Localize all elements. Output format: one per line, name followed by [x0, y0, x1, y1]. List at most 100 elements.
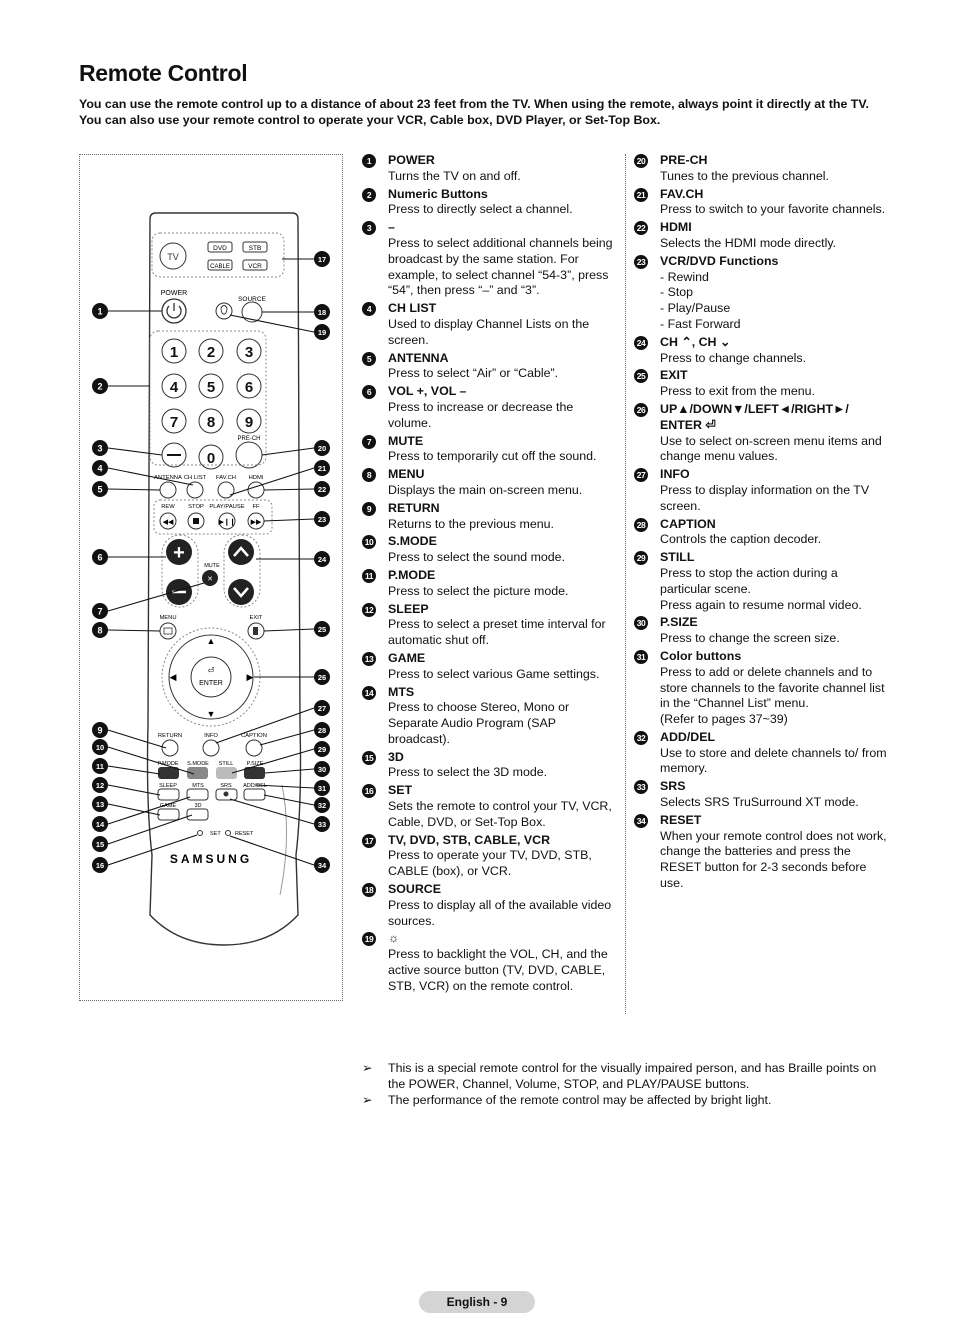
digit-2-button[interactable]	[198, 338, 224, 364]
playpause-label: PLAY/PAUSE	[209, 504, 244, 510]
cable-label: CABLE	[210, 264, 230, 270]
digit-7: 7	[170, 414, 178, 431]
digit-1-button[interactable]	[161, 338, 187, 364]
digit-5: 5	[207, 379, 215, 396]
light-button[interactable]	[215, 302, 233, 320]
callout-25: 25	[318, 625, 326, 634]
item-name: ANTENNA	[388, 350, 449, 365]
dvd-button[interactable]	[207, 241, 233, 253]
digit-8: 8	[207, 414, 215, 431]
callout-8: 8	[97, 626, 102, 636]
item-number-badge: 31	[634, 649, 648, 664]
left-arrow-icon[interactable]: ◀	[170, 672, 177, 682]
down-arrow-icon[interactable]: ▼	[207, 709, 216, 719]
ch-down-button[interactable]	[228, 579, 254, 605]
digit-8-button[interactable]	[198, 408, 224, 434]
callout-19: 19	[318, 328, 326, 337]
mute-button[interactable]	[202, 570, 218, 586]
reset-button[interactable]	[225, 830, 231, 836]
nav-pad[interactable]	[168, 634, 254, 720]
stb-button[interactable]	[242, 241, 268, 253]
item-number-badge: 6	[362, 385, 376, 400]
playpause-button[interactable]	[218, 512, 236, 530]
reset-label: RESET	[235, 831, 254, 837]
info-button[interactable]	[202, 739, 220, 757]
item-name: INFO	[660, 467, 690, 482]
callout-18: 18	[318, 308, 326, 317]
item-name: EXIT	[660, 368, 688, 383]
callout-21: 21	[318, 464, 326, 473]
psize-blue-button[interactable]	[244, 767, 265, 779]
vol-up-button[interactable]	[166, 539, 192, 565]
bulb-icon: ☼	[388, 931, 400, 946]
tv-button[interactable]	[159, 242, 187, 270]
adddel-button[interactable]	[243, 788, 266, 801]
right-arrow-icon[interactable]: ▶	[247, 672, 254, 682]
still-yellow-button[interactable]	[216, 767, 237, 779]
digit-0: 0	[207, 450, 215, 467]
chlist-button[interactable]	[186, 481, 204, 499]
digit-5-button[interactable]	[198, 373, 224, 399]
3d-button[interactable]	[186, 808, 209, 821]
caption-button[interactable]	[245, 739, 263, 757]
item-description: Press to select the sound mode.	[388, 550, 566, 565]
callout-24: 24	[318, 555, 327, 564]
item-number-badge: 9	[362, 501, 376, 516]
item-name: CH ⌃, CH ⌄	[660, 334, 731, 349]
vcr-button[interactable]	[242, 259, 268, 271]
smode-green-button[interactable]	[187, 767, 208, 779]
mts-button[interactable]	[186, 788, 209, 801]
digit-9-button[interactable]	[236, 408, 262, 434]
item-name: CH LIST	[388, 301, 437, 316]
digit-3-button[interactable]	[236, 338, 262, 364]
ch-up-button[interactable]	[228, 539, 254, 565]
digit-7-button[interactable]	[161, 408, 187, 434]
return-button[interactable]	[161, 739, 179, 757]
item-description: Use to store and delete channels to/ fro…	[660, 745, 887, 776]
item-name: SET	[388, 783, 413, 798]
item-number-badge: 13	[362, 651, 376, 666]
set-button[interactable]	[197, 830, 203, 836]
power-icon	[166, 305, 182, 319]
item-name: CAPTION	[660, 516, 716, 531]
item-description: Sets the remote to control your TV, VCR,…	[388, 799, 612, 829]
note-arrow-icon: ➢	[362, 1093, 373, 1107]
enter-button[interactable]	[190, 656, 232, 698]
item-name: VOL +, VOL –	[388, 384, 467, 399]
item-name: Color buttons	[660, 648, 742, 663]
item-description: Press to select “Air” or “Cable”.	[388, 366, 559, 381]
stop-icon	[193, 518, 199, 524]
note-item: ➢The performance of the remote control m…	[362, 1092, 882, 1108]
item-name: SOURCE	[388, 882, 442, 897]
callout-3: 3	[97, 444, 102, 454]
callout-14: 14	[96, 820, 105, 829]
stop-button[interactable]	[187, 512, 205, 530]
digit-0-button[interactable]	[198, 444, 224, 470]
exit-label: EXIT	[250, 615, 263, 621]
info-label: INFO	[204, 733, 218, 739]
item-number-badge: 14	[362, 685, 376, 700]
item-name: SRS	[660, 779, 686, 794]
game-label: GAME	[160, 803, 177, 809]
cable-button[interactable]	[207, 259, 233, 271]
still-label: STILL	[219, 761, 234, 767]
pmode-red-button[interactable]	[158, 767, 179, 779]
rew-button[interactable]	[159, 512, 177, 530]
srs-button[interactable]	[215, 788, 238, 801]
favch-button[interactable]	[217, 481, 235, 499]
item-description: Press to increase or decrease the volume…	[388, 399, 574, 430]
up-arrow-icon[interactable]: ▲	[207, 636, 216, 646]
stop-label: STOP	[188, 504, 204, 510]
digit-4-button[interactable]	[161, 373, 187, 399]
digit-6-button[interactable]	[236, 373, 262, 399]
